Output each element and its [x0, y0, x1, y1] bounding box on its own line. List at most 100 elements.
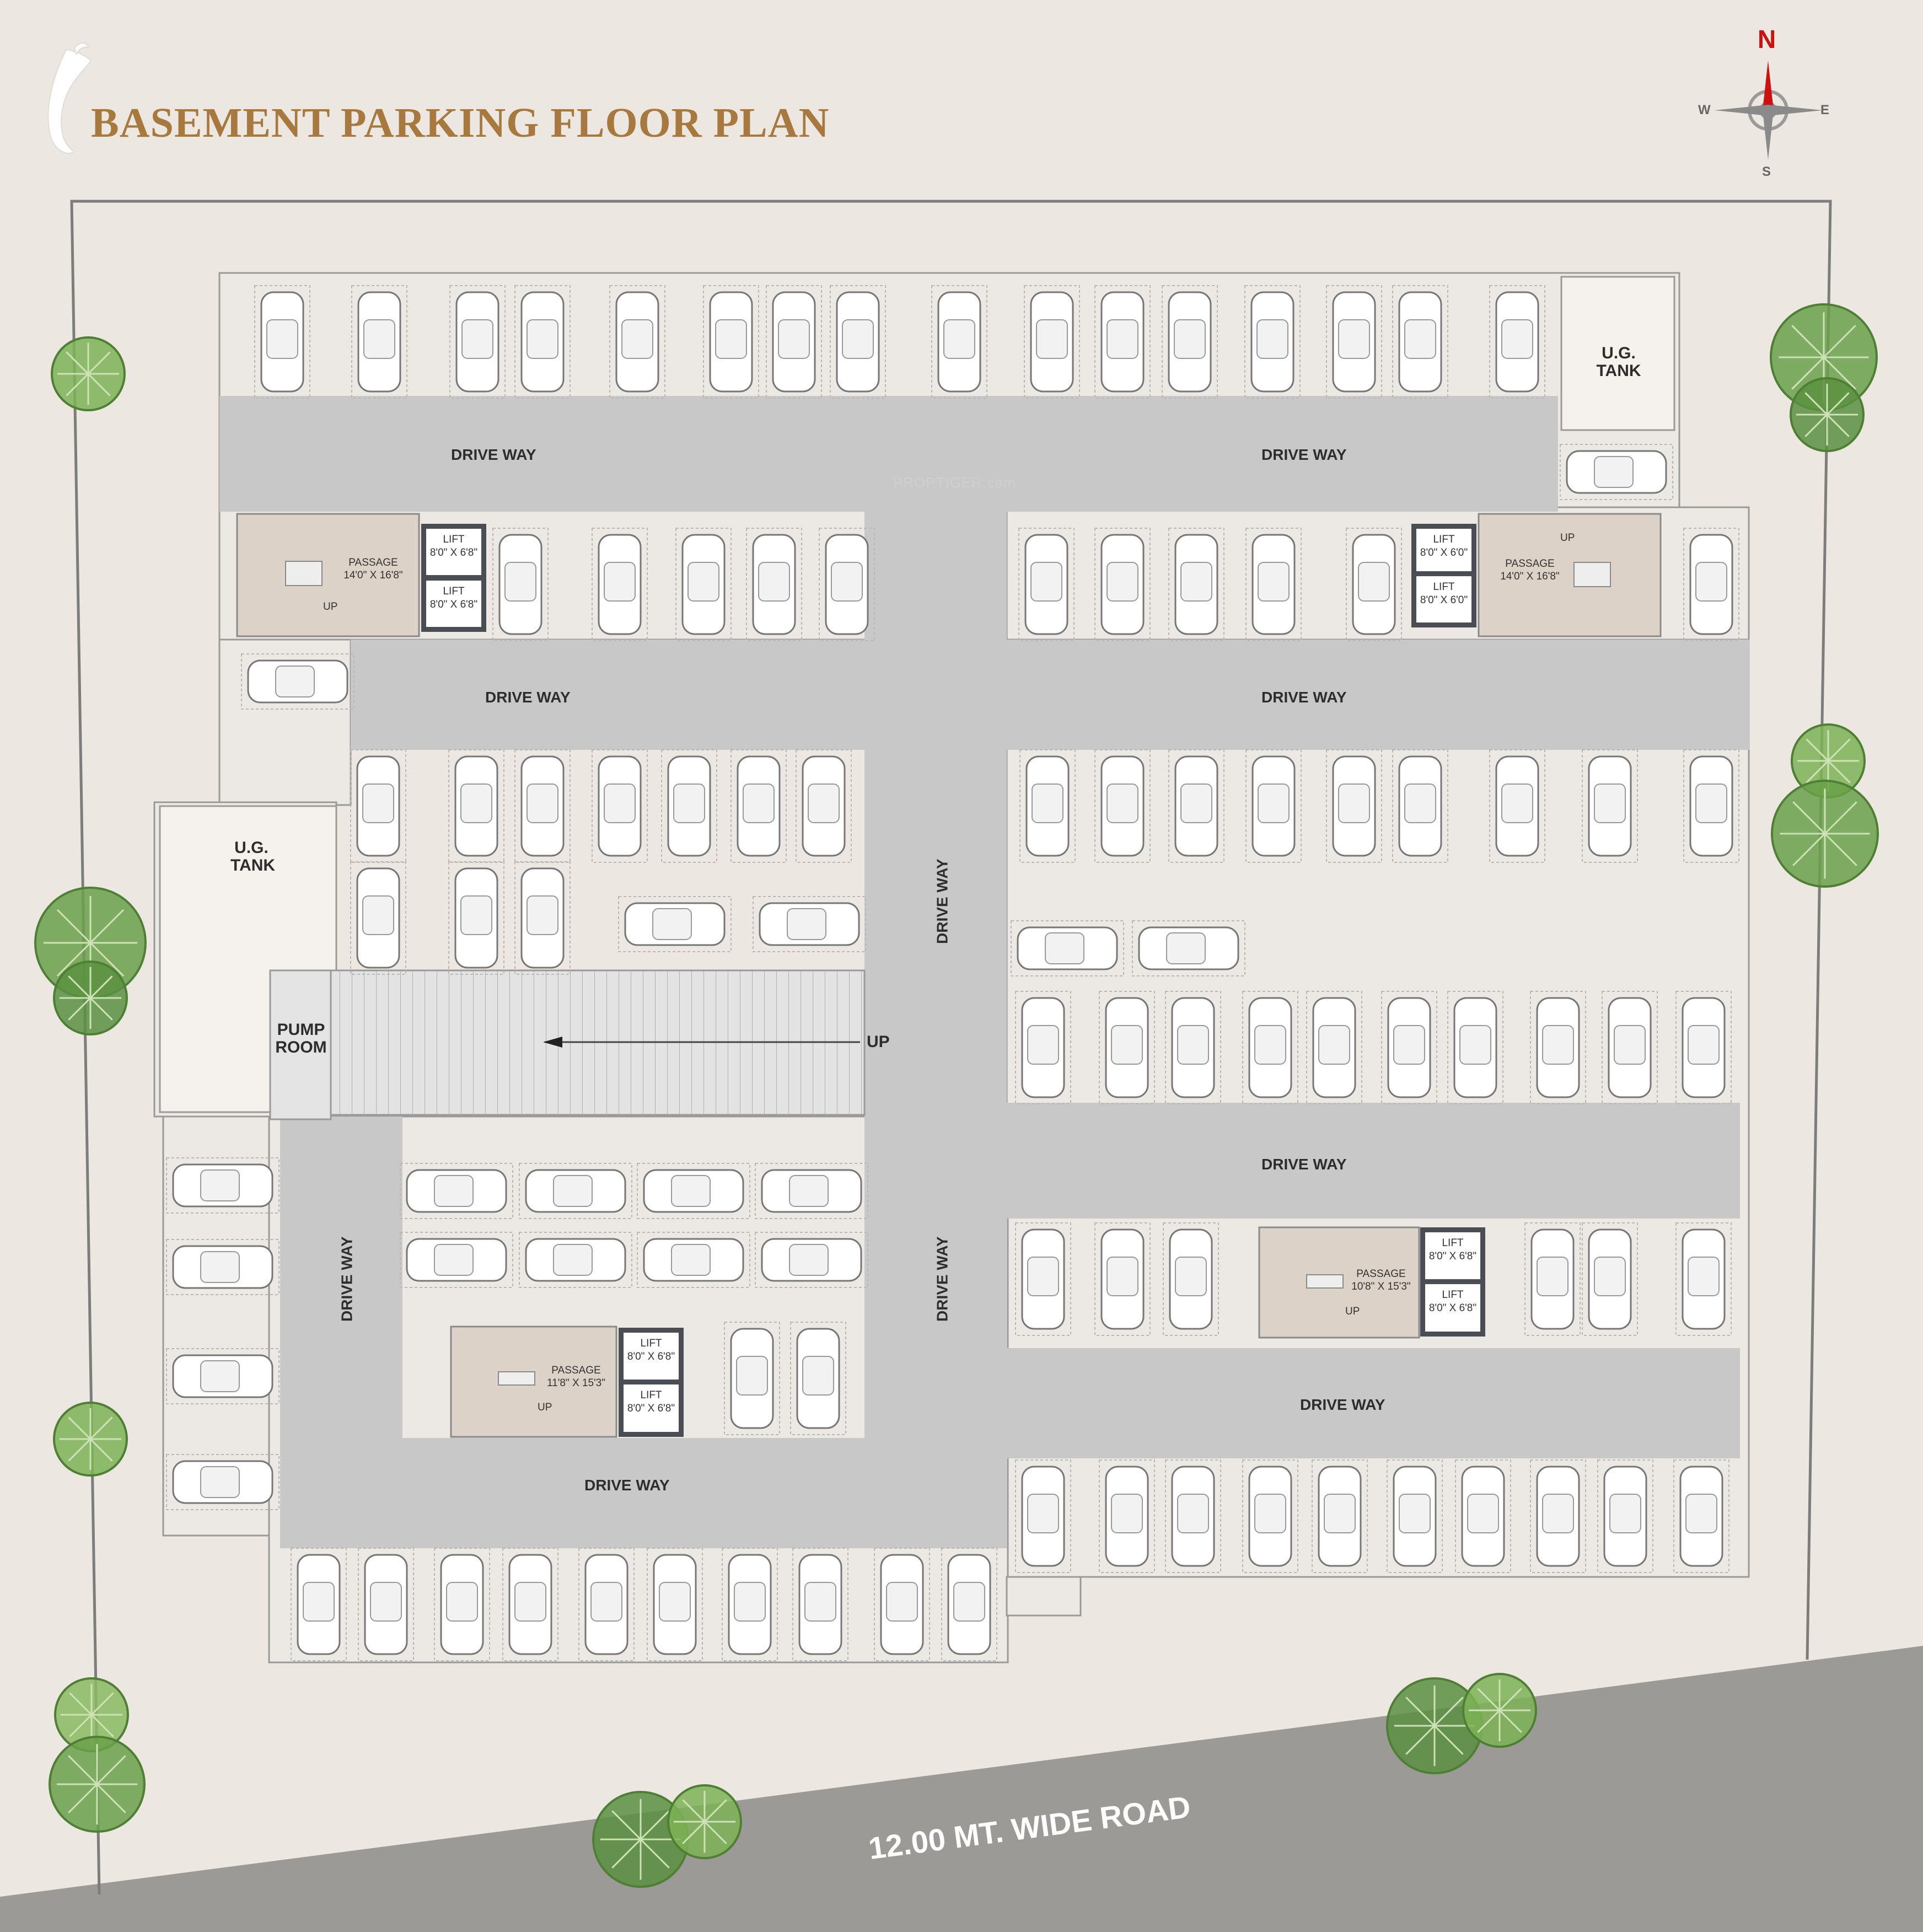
- stair-up-label: UP: [538, 1402, 552, 1413]
- parked-car-icon: [647, 1548, 703, 1661]
- parked-car-icon: [1094, 285, 1151, 399]
- tree-branch: [1804, 392, 1828, 416]
- parking-cars: [166, 285, 1739, 1661]
- driveway-label: DRIVE WAY: [451, 446, 536, 463]
- tree-branch: [1806, 738, 1829, 762]
- parked-car-icon: [675, 528, 732, 641]
- tree-branch: [1824, 801, 1857, 835]
- parked-car-icon: [241, 653, 354, 710]
- parked-car-icon: [350, 749, 406, 863]
- tree-branch: [1826, 392, 1850, 416]
- tree-branch: [90, 1714, 114, 1737]
- tree-branch: [1498, 1709, 1522, 1733]
- trees: [34, 303, 1879, 1888]
- parked-car-icon: [703, 285, 759, 399]
- driveway-label: DRIVE WAY: [1261, 446, 1347, 463]
- compass-north: N: [1758, 25, 1776, 53]
- parked-car-icon: [1675, 991, 1732, 1104]
- tree-branch: [89, 909, 125, 944]
- parked-car-icon: [819, 528, 875, 641]
- tree-branch: [56, 909, 92, 944]
- tree-branch: [1792, 801, 1826, 835]
- tree-branch: [69, 1692, 93, 1716]
- tree-branch: [68, 975, 92, 999]
- ug-tank-right: [1560, 276, 1675, 431]
- parked-car-icon: [724, 1322, 780, 1435]
- parked-car-icon: [1455, 1459, 1511, 1573]
- parked-car-icon: [592, 528, 648, 641]
- driveway-label: DRIVE WAY: [338, 1236, 356, 1322]
- tree-branch: [69, 1714, 93, 1737]
- parked-car-icon: [1683, 528, 1739, 641]
- tree-branch: [1827, 738, 1851, 762]
- parked-car-icon: [351, 285, 407, 399]
- parked-car-icon: [1381, 991, 1437, 1104]
- tree-branch: [1477, 1709, 1501, 1733]
- plot-boundary: [70, 200, 1832, 1895]
- compass-east: E: [1820, 103, 1830, 117]
- tree-branch: [640, 1810, 670, 1840]
- driveway-label: DRIVE WAY: [485, 689, 571, 706]
- parked-car-icon: [1094, 749, 1151, 863]
- tree-branch: [1791, 356, 1825, 390]
- tree-branch: [1405, 1697, 1436, 1727]
- parked-car-icon: [492, 528, 549, 641]
- parked-car-icon: [1489, 285, 1545, 399]
- parked-car-icon: [1015, 1459, 1071, 1573]
- driveway-label: DRIVE WAY: [1261, 689, 1347, 706]
- parked-car-icon: [796, 749, 852, 863]
- tree-branch: [1824, 833, 1857, 866]
- parked-car-icon: [1602, 991, 1658, 1104]
- parked-car-icon: [291, 1548, 347, 1661]
- parked-car-icon: [874, 1548, 930, 1661]
- parked-car-icon: [1019, 749, 1076, 863]
- tree-branch: [90, 1692, 114, 1716]
- tree-branch: [1433, 1697, 1464, 1727]
- parked-car-icon: [1015, 1222, 1071, 1336]
- parked-car-icon: [514, 285, 571, 399]
- tree-branch: [611, 1838, 642, 1869]
- ramp-arrow-icon: [543, 1037, 562, 1048]
- parked-car-icon: [1582, 749, 1638, 863]
- tree-branch: [703, 1821, 727, 1844]
- tree-branch: [1806, 760, 1829, 783]
- parked-car-icon: [1306, 991, 1362, 1104]
- parked-car-icon: [1242, 991, 1298, 1104]
- parked-car-icon: [1582, 1222, 1638, 1336]
- parked-car-icon: [519, 1232, 632, 1288]
- parked-car-icon: [1165, 1459, 1221, 1573]
- parked-car-icon: [514, 861, 571, 975]
- parked-car-icon: [434, 1548, 490, 1661]
- staircases: [285, 561, 1611, 1386]
- ramp-up-label: UP: [867, 1033, 890, 1051]
- tree-branch: [1477, 1688, 1501, 1711]
- tree-branch: [68, 1783, 98, 1813]
- logo-icon: [47, 42, 92, 154]
- parked-car-icon: [1489, 749, 1545, 863]
- driveway-label: DRIVE WAY: [933, 858, 951, 944]
- parked-car-icon: [753, 896, 866, 952]
- ug-tank-left-label: U.G.TANK: [230, 839, 276, 874]
- parked-car-icon: [514, 749, 571, 863]
- driveway-label: DRIVE WAY: [1261, 1156, 1347, 1173]
- compass-icon: [1715, 61, 1822, 160]
- tree-branch: [1792, 833, 1826, 866]
- compass-south: S: [1762, 164, 1771, 179]
- driveway-label: DRIVE WAY: [1300, 1396, 1385, 1413]
- parked-car-icon: [1165, 991, 1221, 1104]
- parked-car-icon: [1673, 1459, 1729, 1573]
- tree-branch: [68, 997, 92, 1021]
- tree-branch: [68, 1438, 92, 1462]
- tree-branch: [66, 373, 89, 396]
- parked-car-icon: [1597, 1459, 1653, 1573]
- pump-room: [269, 969, 332, 1120]
- parked-car-icon: [1168, 528, 1224, 641]
- parked-car-icon: [790, 1322, 846, 1435]
- tree-branch: [1433, 1725, 1464, 1755]
- parked-car-icon: [1560, 444, 1673, 500]
